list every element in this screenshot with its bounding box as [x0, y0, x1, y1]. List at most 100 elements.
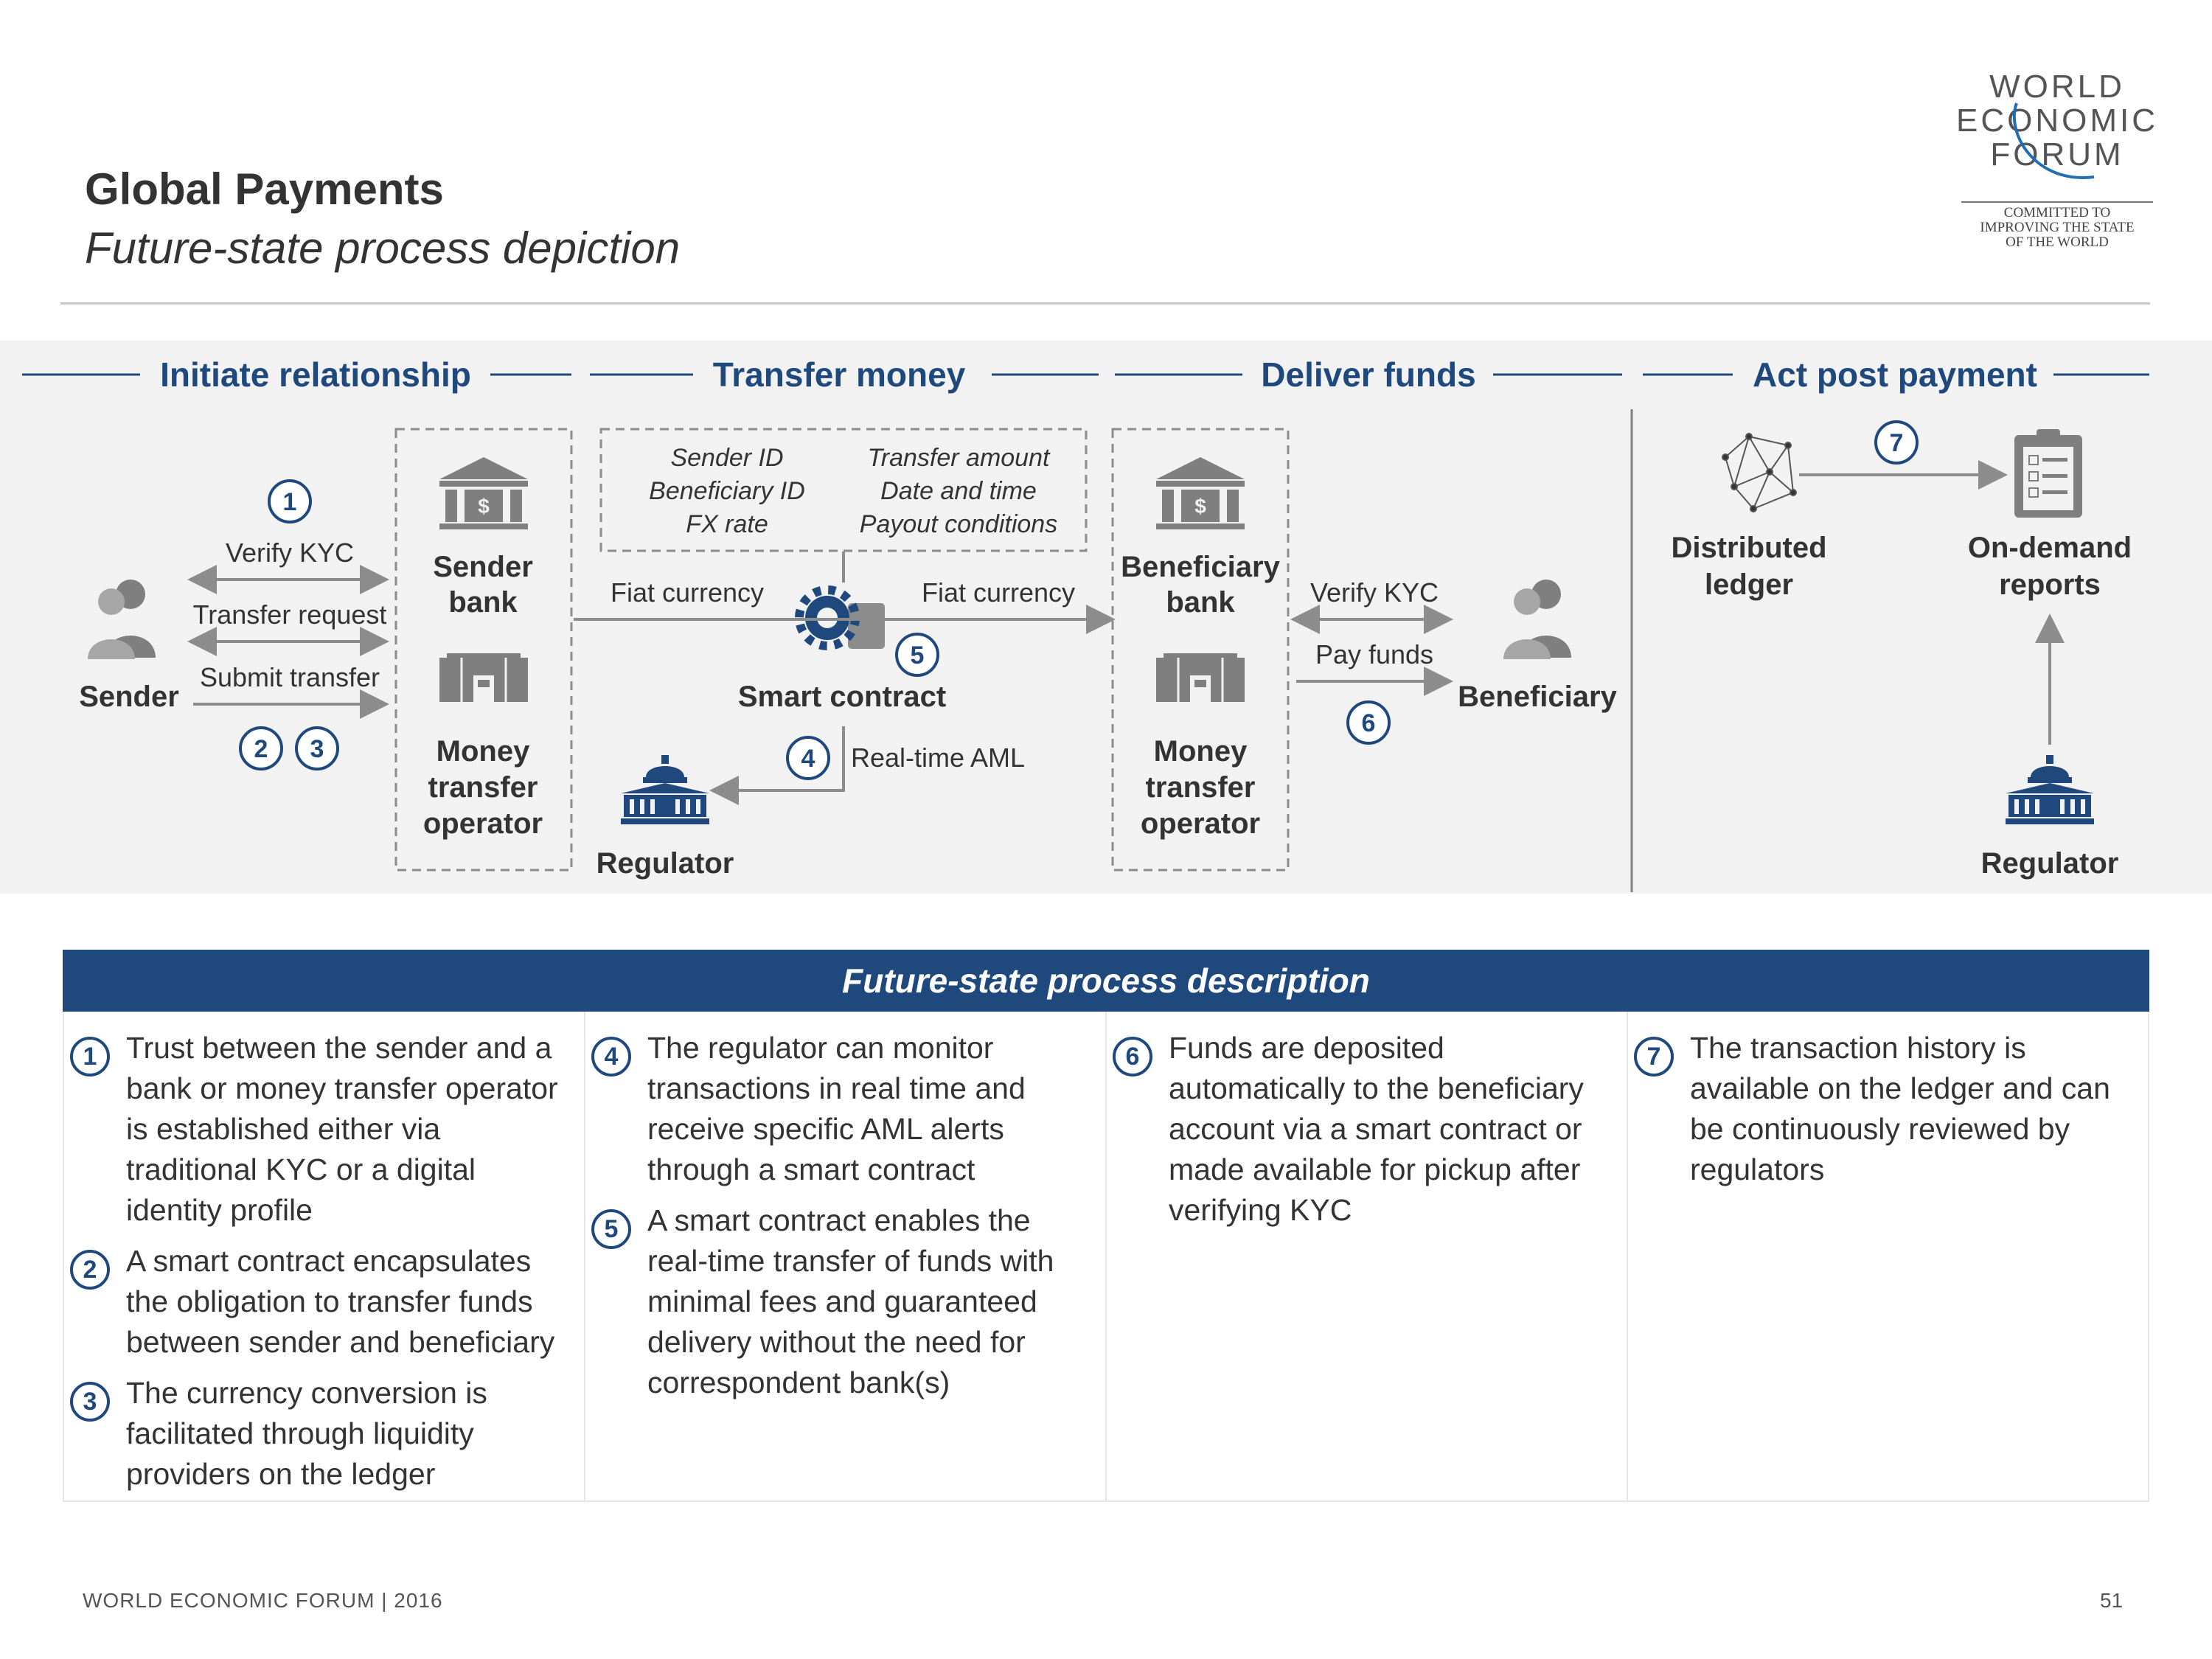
sender-label: Sender [79, 681, 179, 713]
regulator-label: Regulator [597, 847, 734, 880]
beneficiary-bank-label-1: Beneficiary [1121, 551, 1280, 583]
page-number: 51 [2100, 1589, 2124, 1612]
logo-swoosh [2012, 102, 2095, 179]
beneficiary-label: Beneficiary [1458, 681, 1617, 713]
step-1-number: 1 [283, 488, 297, 516]
step-5-badge [895, 633, 939, 677]
sender-mto-label-2: transfer [428, 771, 538, 804]
contract-field-beneficiary-id: Beneficiary ID [649, 477, 805, 505]
beneficiary-bank-label-2: bank [1166, 586, 1235, 619]
logo-tagline-3: OF THE WORLD [2006, 234, 2109, 250]
description-text: A smart contract enables the real-time t… [647, 1203, 1054, 1399]
logo-line-1: WORLD [1989, 69, 2125, 105]
contract-terms-box [599, 428, 1088, 552]
step-2-number: 2 [254, 735, 268, 763]
distributed-ledger-label-1: Distributed [1671, 532, 1826, 564]
step-number-badge: 5 [591, 1209, 631, 1249]
transfer-request-label: Transfer request [193, 599, 387, 630]
description-item: 2 A smart contract encapsulates the oblig… [70, 1241, 575, 1363]
reports-clipboard-icon [2014, 429, 2082, 518]
beneficiary-mto-label-2: transfer [1146, 771, 1256, 804]
sender-mto-icon [438, 652, 529, 703]
real-time-aml-label: Real-time AML [851, 742, 1025, 773]
sender-bank-label-1: Sender [433, 551, 533, 583]
contract-field-fx-rate: FX rate [686, 510, 768, 538]
description-column: 7 The transaction history is available on… [1628, 1012, 2148, 1500]
step-7-badge [1874, 420, 1919, 465]
verify-kyc-label: Verify KYC [226, 538, 354, 568]
regulator-post-icon [2006, 755, 2094, 824]
reports-label-2: reports [1999, 568, 2101, 601]
step-number-badge: 4 [591, 1037, 631, 1077]
sender-bank-icon [439, 457, 528, 529]
logo-tagline-1: COMMITTED TO [2004, 205, 2110, 220]
phase-act-post-payment: Act post payment [1753, 355, 2037, 394]
sender-mto-label-1: Money [437, 735, 530, 768]
step-4-number: 4 [801, 745, 815, 773]
page-title: Global Payments [85, 164, 444, 214]
fiat-currency-label-right: Fiat currency [922, 577, 1075, 608]
contract-field-transfer-amount: Transfer amount [868, 444, 1051, 472]
phase-deliver-funds: Deliver funds [1261, 355, 1475, 394]
contract-field-payout-conditions: Payout conditions [860, 510, 1057, 538]
step-number-badge: 3 [70, 1382, 110, 1422]
step-number-badge: 1 [70, 1037, 110, 1077]
beneficiary-mto-label-3: operator [1141, 807, 1260, 840]
description-item: 6 Funds are deposited automatically to th… [1113, 1028, 1618, 1231]
sender-mto-label-3: operator [423, 807, 543, 840]
description-item: 5 A smart contract enables the real-time … [591, 1200, 1096, 1403]
step-3-badge [295, 726, 339, 771]
step-3-number: 3 [310, 735, 324, 763]
description-table: 1 Trust between the sender and a bank or … [63, 1012, 2149, 1502]
reports-label-1: On-demand [1968, 532, 2132, 564]
page-subtitle: Future-state process depiction [85, 223, 681, 273]
distributed-ledger-icon [1722, 433, 1797, 512]
description-text: The currency conversion is facilitated t… [126, 1376, 487, 1491]
step-6-badge [1346, 700, 1391, 745]
description-header: Future-state process description [63, 950, 2149, 1012]
step-5-number: 5 [911, 641, 925, 669]
regulator-post-label: Regulator [1981, 847, 2119, 880]
contract-field-date-time: Date and time [880, 477, 1037, 505]
step-number-badge: 6 [1113, 1037, 1152, 1077]
step-1-badge [268, 479, 312, 524]
real-time-aml-arrow [709, 726, 845, 805]
description-text: The transaction history is available on … [1690, 1031, 2110, 1186]
step-4-badge [786, 736, 830, 780]
smart-contract-label: Smart contract [738, 681, 946, 713]
description-item: 4 The regulator can monitor transactions … [591, 1028, 1096, 1190]
step-2-badge [239, 726, 283, 771]
beneficiary-verify-kyc-label: Verify KYC [1310, 577, 1439, 608]
step-7-number: 7 [1890, 429, 1904, 457]
step-6-number: 6 [1362, 709, 1376, 737]
logo-tagline-2: IMPROVING THE STATE [1980, 220, 2134, 235]
description-text: Trust between the sender and a bank or m… [126, 1031, 558, 1227]
wef-logo: WORLD ECONOMIC FORUM COMMITTED TO IMPROV… [1956, 69, 2158, 250]
beneficiary-icon [1503, 580, 1571, 659]
logo-line-3: FORUM [1990, 136, 2124, 173]
description-column: 6 Funds are deposited automatically to th… [1107, 1012, 1628, 1500]
distributed-ledger-label-2: ledger [1705, 568, 1793, 601]
beneficiary-mto-label-1: Money [1154, 735, 1248, 768]
description-text: Funds are deposited automatically to the… [1169, 1031, 1584, 1227]
description-text: A smart contract encapsulates the obliga… [126, 1244, 555, 1359]
fiat-currency-label-left: Fiat currency [611, 577, 764, 608]
phase-initiate-relationship: Initiate relationship [160, 355, 471, 394]
description-item: 7 The transaction history is available on… [1634, 1028, 2139, 1190]
step-number-badge: 2 [70, 1250, 110, 1290]
logo-line-2: ECONOMIC [1956, 102, 2158, 139]
beneficiary-bank-icon [1156, 457, 1245, 529]
description-column: 4 The regulator can monitor transactions … [585, 1012, 1107, 1500]
contract-field-sender-id: Sender ID [670, 444, 783, 472]
description-item: 1 Trust between the sender and a bank or … [70, 1028, 575, 1231]
submit-transfer-label: Submit transfer [200, 662, 380, 692]
regulator-icon [621, 755, 709, 824]
footer-organization: WORLD ECONOMIC FORUM | 2016 [83, 1589, 443, 1612]
sender-bank-label-2: bank [448, 586, 518, 619]
step-number-badge: 7 [1634, 1037, 1674, 1077]
pay-funds-label: Pay funds [1315, 639, 1433, 669]
phase-transfer-money: Transfer money [713, 355, 966, 394]
description-column: 1 Trust between the sender and a bank or … [64, 1012, 585, 1500]
description-text: The regulator can monitor transactions i… [647, 1031, 1026, 1186]
